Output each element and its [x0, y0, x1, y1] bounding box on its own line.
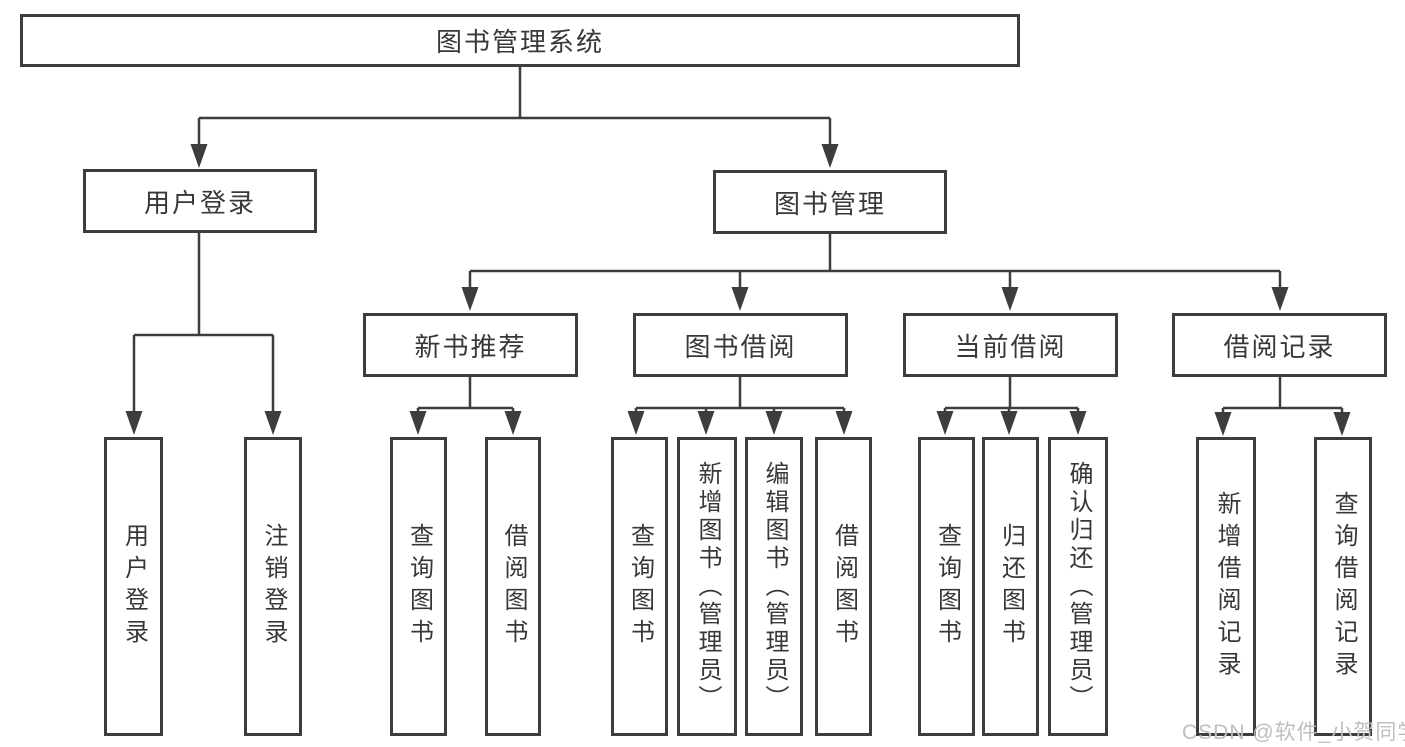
- leaf-add-books-admin-label: 新增图书（管理员）: [694, 460, 721, 713]
- node-user-login-label: 用户登录: [143, 187, 256, 218]
- leaf-user-login-label: 用户登录: [120, 522, 148, 651]
- node-new-book-recommendation-label: 新书推荐: [414, 331, 527, 362]
- node-borrowing-records-label: 借阅记录: [1223, 331, 1336, 362]
- node-book-management-label: 图书管理: [773, 188, 886, 219]
- leaf-query-books-borrowing: 查询图书: [611, 437, 668, 736]
- leaf-return-books-label: 归还图书: [997, 522, 1025, 651]
- arrowheads: [125, 144, 1351, 436]
- node-book-borrowing: 图书借阅: [633, 313, 848, 377]
- leaf-query-borrow-record-label: 查询借阅记录: [1330, 490, 1357, 683]
- leaf-borrow-books-borrowing: 借阅图书: [815, 437, 872, 736]
- leaf-confirm-return-admin: 确认归还（管理员）: [1048, 437, 1108, 736]
- leaf-confirm-return-admin-label: 确认归还（管理员）: [1065, 460, 1092, 713]
- node-user-login: 用户登录: [83, 169, 317, 233]
- leaf-logout-label: 注销登录: [260, 522, 287, 651]
- leaf-query-borrow-record: 查询借阅记录: [1314, 437, 1372, 736]
- node-borrowing-records: 借阅记录: [1172, 313, 1387, 377]
- node-current-borrowing: 当前借阅: [903, 313, 1118, 377]
- leaf-query-books-current-label: 查询图书: [933, 522, 961, 651]
- node-book-borrowing-label: 图书借阅: [684, 331, 797, 362]
- leaf-add-books-admin: 新增图书（管理员）: [677, 437, 737, 736]
- node-book-management: 图书管理: [713, 170, 947, 234]
- node-root-label: 图书管理系统: [435, 27, 604, 57]
- leaf-edit-books-admin: 编辑图书（管理员）: [745, 437, 803, 736]
- node-current-borrowing-label: 当前借阅: [954, 331, 1067, 362]
- leaf-add-borrow-record-label: 新增借阅记录: [1213, 490, 1240, 683]
- leaf-user-login: 用户登录: [104, 437, 163, 736]
- leaf-borrow-books-recommend-label: 借阅图书: [500, 522, 527, 651]
- leaf-return-books: 归还图书: [982, 437, 1039, 736]
- leaf-logout: 注销登录: [244, 437, 302, 736]
- leaf-borrow-books-borrowing-label: 借阅图书: [830, 522, 858, 651]
- leaf-query-books-current: 查询图书: [918, 437, 975, 736]
- leaf-query-books-recommend-label: 查询图书: [405, 522, 433, 651]
- leaf-borrow-books-recommend: 借阅图书: [485, 437, 541, 736]
- leaf-edit-books-admin-label: 编辑图书（管理员）: [761, 460, 788, 713]
- leaf-add-borrow-record: 新增借阅记录: [1196, 437, 1256, 736]
- leaf-query-books-borrowing-label: 查询图书: [626, 522, 654, 651]
- node-root: 图书管理系统: [20, 14, 1020, 67]
- leaf-query-books-recommend: 查询图书: [390, 437, 447, 736]
- watermark: CSDN @软件_小贺同学: [1182, 721, 1405, 744]
- node-new-book-recommendation: 新书推荐: [363, 313, 578, 377]
